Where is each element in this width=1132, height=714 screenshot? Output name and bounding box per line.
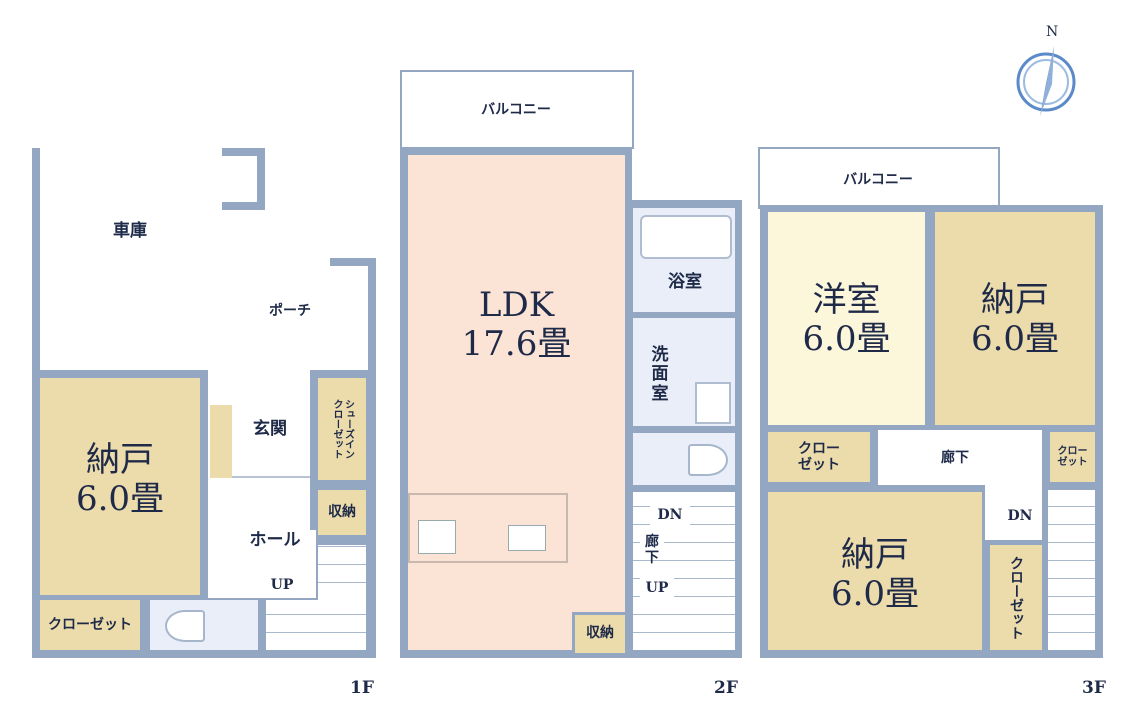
nando-ne-label: 納戸 6.0畳 [970, 279, 1060, 359]
balcony-3f [758, 147, 1000, 209]
genkan-label: 玄関 [253, 419, 287, 440]
washroom-label: 洗 面 室 [651, 344, 669, 404]
wall [330, 258, 376, 266]
balcony-2f [400, 70, 634, 149]
closet-label: クローゼット [48, 616, 132, 633]
dn-label: DN [1007, 507, 1033, 524]
floor-label-2f: 2F [714, 678, 738, 698]
shoes-closet [318, 378, 366, 480]
hall-extension [258, 530, 316, 598]
corridor-3f-landing [985, 480, 1042, 540]
storage-room-1f [40, 378, 200, 595]
western-room [768, 212, 925, 425]
storage-1f [318, 490, 366, 535]
storage-room-ne [935, 212, 1095, 425]
storage-label: 収納 [586, 624, 614, 641]
nando-label: 納戸 6.0畳 [75, 439, 165, 519]
closet-e [1050, 432, 1095, 482]
closet-e-label: クロー ゼット [1057, 445, 1088, 469]
wall [32, 148, 40, 378]
toilet-icon [165, 610, 205, 642]
bathtub-icon [640, 215, 732, 259]
floor-label-1f: 1F [350, 678, 374, 698]
up-label: UP [270, 576, 294, 593]
ldk-room [408, 155, 625, 650]
washbasin-icon [695, 382, 731, 424]
nando-s-label: 納戸 6.0畳 [830, 534, 920, 614]
balcony-label: バルコニー [481, 101, 551, 118]
garage-label: 車庫 [113, 221, 147, 242]
dn-label: DN [650, 505, 690, 525]
wall [222, 202, 265, 210]
wall [368, 258, 376, 378]
closet-s [990, 545, 1042, 650]
stairs-1f-upper [318, 545, 366, 600]
closet-w [768, 432, 870, 482]
storage-room-s [768, 492, 982, 650]
compass-icon: N [1012, 24, 1080, 118]
entrance-step [210, 405, 232, 478]
storage-label: 収納 [328, 504, 356, 521]
bath-label: 浴室 [668, 272, 702, 293]
shoes-closet-label: シューズイン クローゼット [331, 399, 354, 459]
corridor-3f [878, 430, 1042, 485]
up-label: UP [640, 578, 674, 598]
sink-icon [508, 525, 546, 551]
wall [257, 148, 265, 210]
toilet-icon [688, 444, 728, 476]
north-label: N [1046, 24, 1059, 40]
stairs-1f-lower [266, 600, 366, 650]
closet-s-label: クローゼット [1008, 555, 1025, 640]
floor-label-3f: 3F [1082, 678, 1106, 698]
porch-label: ポーチ [269, 302, 311, 319]
closet-w-label: クロー ゼット [798, 440, 840, 473]
wall [222, 148, 265, 156]
stairs-3f [1048, 490, 1095, 650]
corridor-label: 廊下 [640, 534, 664, 566]
western-room-label: 洋室 6.0畳 [802, 279, 891, 359]
balcony-label: バルコニー [843, 171, 913, 188]
storage-2f [572, 612, 628, 656]
closet-1f [40, 600, 140, 650]
ldk-label: LDK 17.6畳 [461, 284, 572, 364]
hall-label: ホール [249, 530, 301, 551]
stove-icon [418, 520, 456, 554]
corridor-label: 廊下 [941, 449, 969, 466]
step-line [232, 476, 310, 478]
